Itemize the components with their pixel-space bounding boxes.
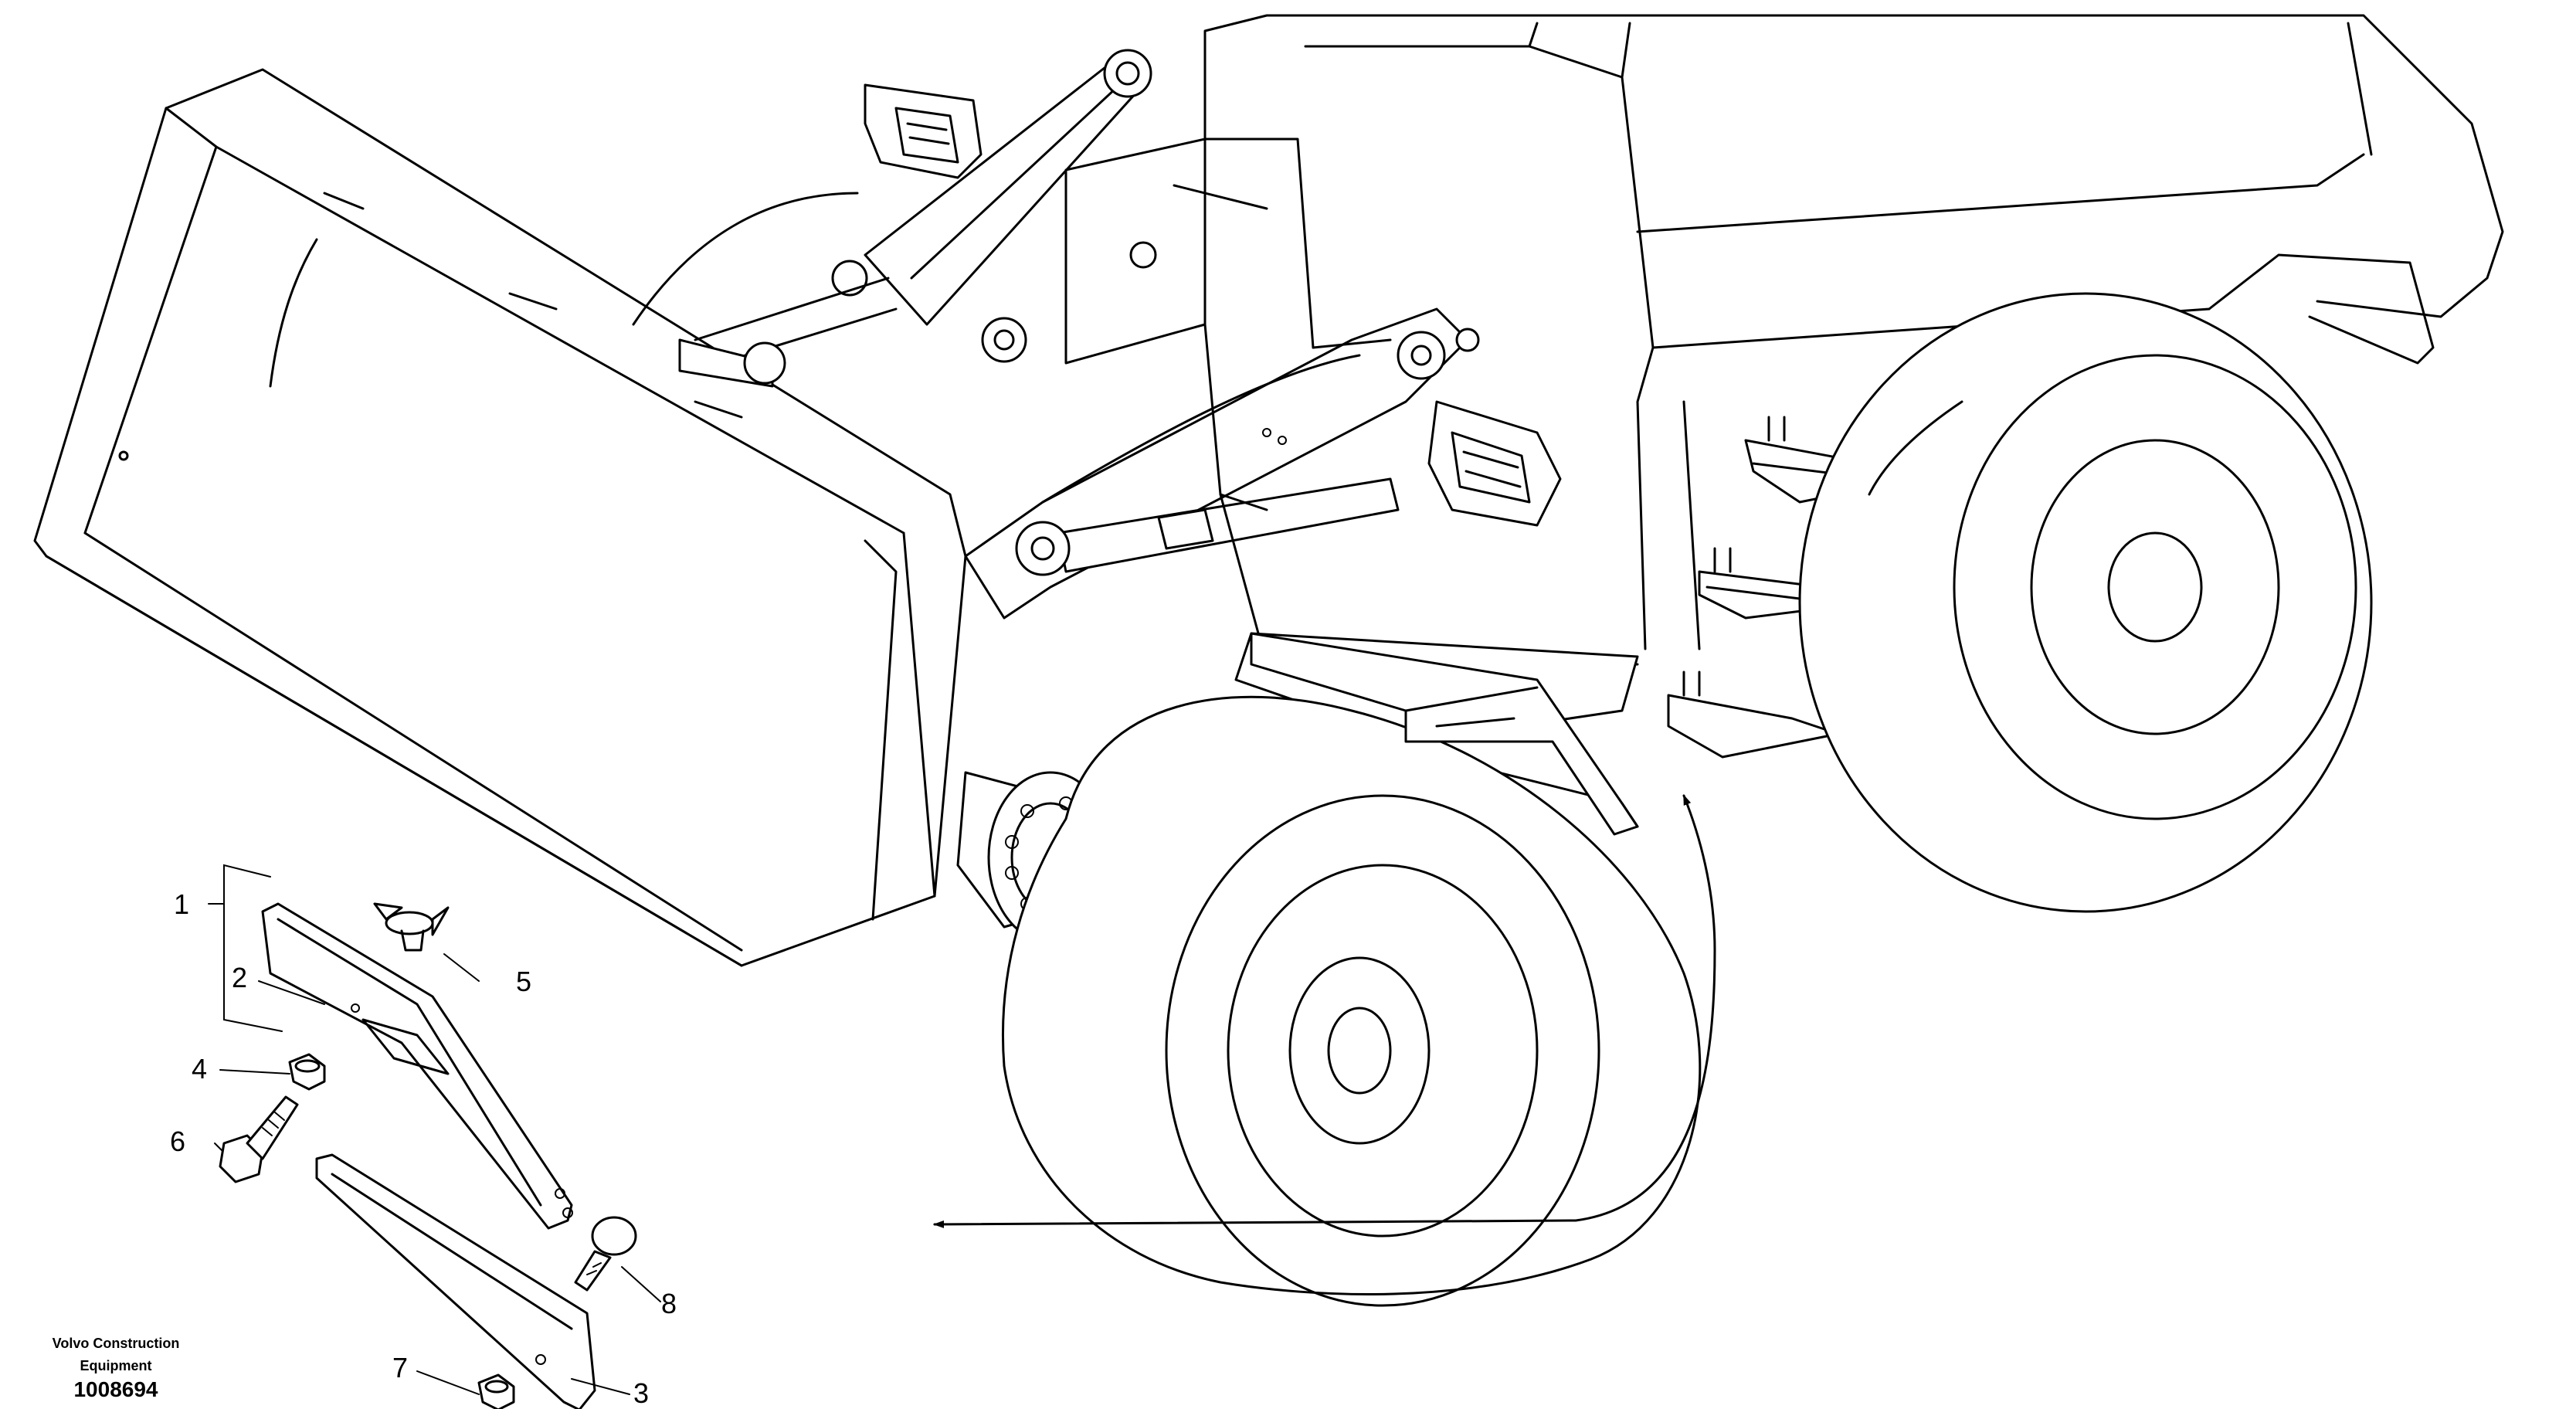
front-wheel bbox=[1001, 695, 1702, 1307]
operator-cab bbox=[1203, 14, 2504, 650]
mudguard-assembly-parts bbox=[219, 902, 637, 1409]
drawing-number: 1008694 bbox=[73, 1377, 158, 1401]
callout-7: 7 bbox=[392, 1352, 408, 1384]
part-mudguard-plate bbox=[315, 1153, 596, 1409]
part-lock-nut bbox=[477, 1373, 515, 1409]
mudguard-installed bbox=[1250, 632, 1639, 836]
callout-5: 5 bbox=[516, 966, 531, 997]
callout-1: 1 bbox=[174, 888, 189, 920]
wheel-loader-illustration bbox=[33, 14, 2504, 1307]
part-carriage-bolt bbox=[574, 1216, 637, 1292]
brand-line-1: Volvo Construction bbox=[53, 1336, 180, 1351]
drawing-footer: Volvo Construction Equipment 1008694 bbox=[53, 1336, 180, 1401]
callout-2: 2 bbox=[232, 962, 247, 993]
part-bolt bbox=[219, 1095, 299, 1183]
part-wing-nut bbox=[373, 902, 450, 952]
bucket bbox=[33, 68, 967, 967]
callout-6: 6 bbox=[170, 1126, 185, 1157]
callout-3: 3 bbox=[633, 1377, 649, 1409]
work-light-left bbox=[864, 83, 983, 179]
work-light-right bbox=[1427, 400, 1562, 527]
part-mudguard-bracket bbox=[261, 902, 573, 1230]
leader-lines bbox=[208, 864, 661, 1395]
rear-wheel bbox=[1798, 292, 2373, 913]
lift-arm-linkage bbox=[678, 49, 1480, 620]
callout-numbers: 1 2 3 4 5 6 7 8 bbox=[170, 888, 677, 1409]
brand-line-2: Equipment bbox=[80, 1358, 152, 1373]
part-nut bbox=[288, 1053, 326, 1091]
assembly-arrows bbox=[933, 794, 1716, 1228]
callout-4: 4 bbox=[192, 1053, 207, 1085]
callout-8: 8 bbox=[661, 1288, 677, 1319]
